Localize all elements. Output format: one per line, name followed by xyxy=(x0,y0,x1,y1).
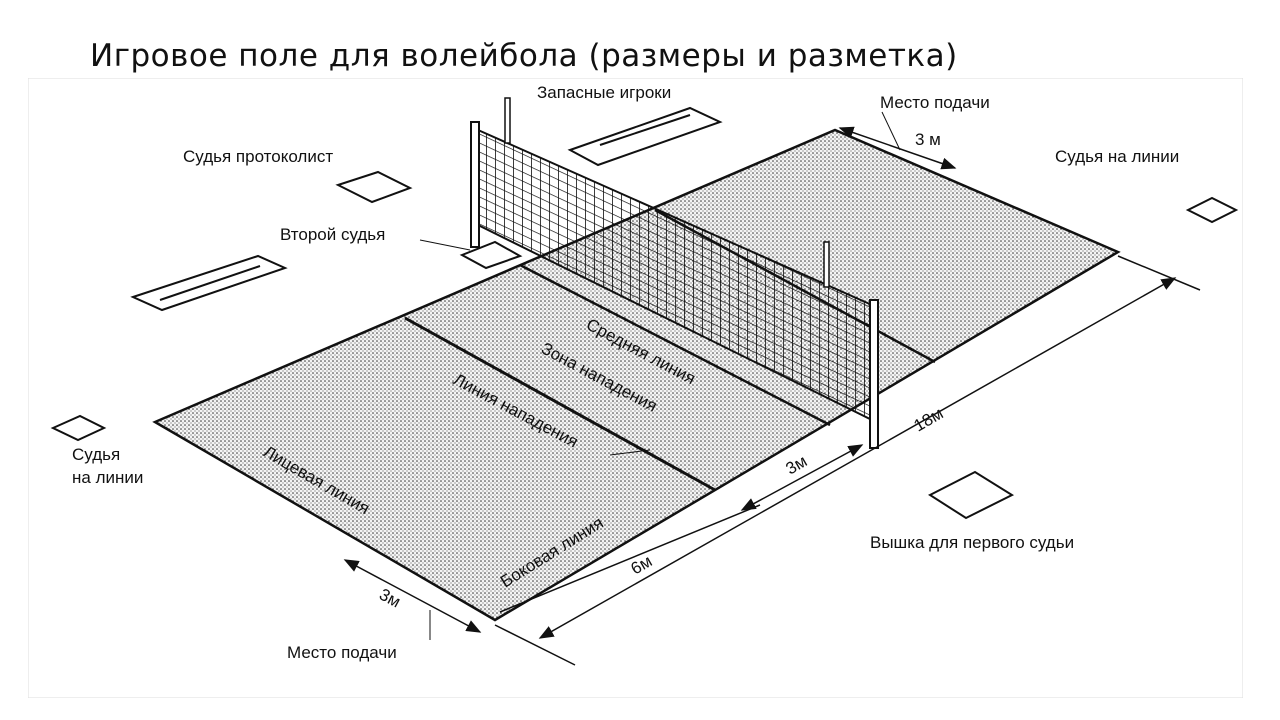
label-serve-zone-top: Место подачи xyxy=(880,93,990,112)
net-post-right xyxy=(869,299,879,449)
leader xyxy=(881,111,901,151)
ext-line xyxy=(494,624,576,666)
net-post-left xyxy=(470,121,480,248)
second-referee-box xyxy=(459,240,523,270)
page-title: Игровое поле для волейбола (размеры и ра… xyxy=(90,38,958,74)
line-judge-left-box xyxy=(50,414,107,442)
ext-line xyxy=(1117,255,1201,291)
label-line-judge-left-1: Судья xyxy=(72,445,120,464)
dimension-3m-serve-top xyxy=(838,126,957,170)
label-first-referee-stand: Вышка для первого судьи xyxy=(870,533,1074,552)
label-substitutes: Запасные игроки xyxy=(537,83,671,102)
leader xyxy=(609,449,651,456)
label-line-judge-right: Судья на линии xyxy=(1055,147,1179,166)
label-second-referee: Второй судья xyxy=(280,225,385,244)
bench-line xyxy=(599,114,691,146)
label-serve-width-top: 3 м xyxy=(915,130,941,149)
scorer-box xyxy=(335,170,413,204)
antenna-left xyxy=(504,97,511,144)
warmup-line xyxy=(159,265,261,301)
line-judge-right-box xyxy=(1185,196,1239,224)
substitutes-bench xyxy=(567,106,723,167)
label-serve-zone-bottom: Место подачи xyxy=(287,643,397,662)
antenna-right xyxy=(823,241,830,288)
dimension-3m-serve-bottom xyxy=(343,559,482,633)
label-line-judge-left-2: на линии xyxy=(72,468,143,487)
label-scorer: Судья протоколист xyxy=(183,147,333,166)
dimension-3m-attack xyxy=(740,444,864,511)
leader xyxy=(419,239,471,251)
volleyball-court-diagram: Запасные игроки Место подачи 3 м Судья н… xyxy=(28,78,1243,698)
dimension-6m xyxy=(499,504,761,613)
